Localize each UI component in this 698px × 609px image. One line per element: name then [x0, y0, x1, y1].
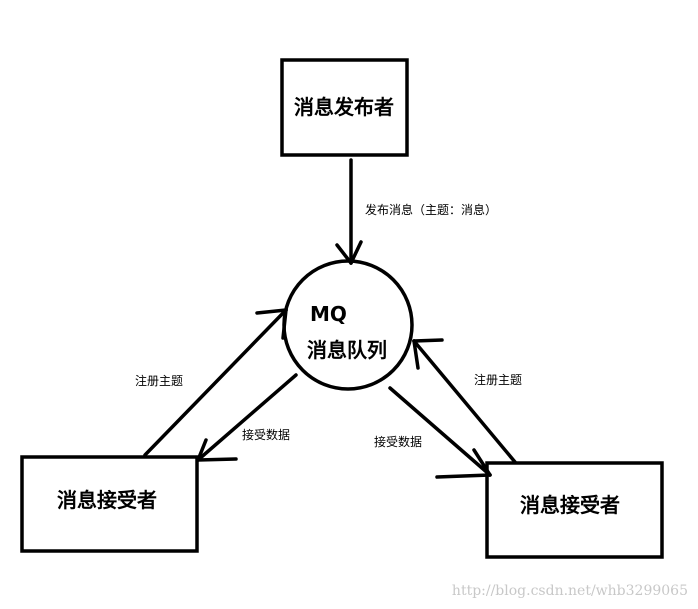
left-receive-arrow	[196, 373, 298, 462]
queue-title: MQ	[310, 302, 347, 326]
receiver-right-box	[485, 461, 664, 559]
queue-circle	[282, 259, 414, 391]
right-subscribe-label: 注册主题	[474, 372, 522, 387]
receiver-left-box	[20, 455, 199, 553]
publish-label: 发布消息（主题：消息）	[365, 202, 497, 217]
left-subscribe-label: 注册主题	[135, 373, 183, 388]
watermark-text: http://blog.csdn.net/whb3299065	[452, 583, 688, 599]
publisher-box	[280, 58, 409, 157]
right-subscribe-arrow	[412, 338, 517, 464]
left-receive-label: 接受数据	[242, 427, 290, 442]
publisher-label: 消息发布者	[294, 95, 394, 119]
right-receive-label: 接受数据	[374, 434, 422, 449]
right-receive-arrow	[388, 386, 492, 479]
publisher-node: 消息发布者	[280, 58, 409, 157]
left-subscribe-arrow	[143, 308, 288, 457]
receiver-right-label: 消息接受者	[520, 493, 620, 517]
queue-node: MQ 消息队列	[282, 259, 414, 391]
publish-arrow	[335, 158, 363, 265]
receiver-left-label: 消息接受者	[57, 488, 157, 512]
receiver-right-node: 消息接受者	[485, 461, 664, 559]
receiver-left-node: 消息接受者	[20, 455, 199, 553]
queue-subtitle: 消息队列	[307, 338, 387, 362]
